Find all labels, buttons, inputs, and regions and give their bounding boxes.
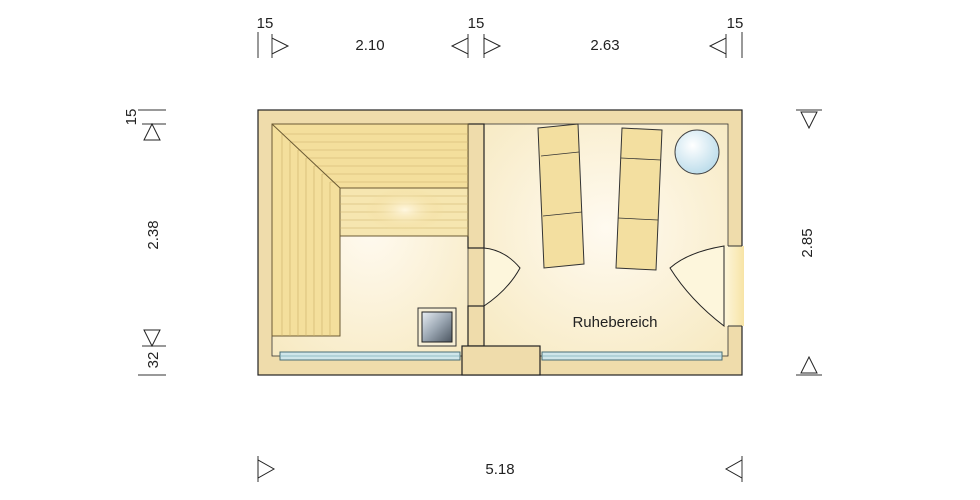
lounger-right [615,127,663,271]
plunge-basin [674,129,720,175]
bench-upper-slats [271,123,468,336]
front-pillar [461,345,541,376]
dim-top-wall-left: 15 [257,15,274,32]
rest-area-label: Ruhebereich [572,314,657,331]
sauna-door-swing [483,247,521,307]
dimension-right: 2.85 [796,109,822,376]
dim-top-rest: 2.63 [590,37,619,54]
partition-wall-bottom [467,305,485,347]
exterior-door-opening [724,246,744,326]
dimension-top: 15 2.10 15 2.63 15 [257,15,744,58]
dim-top-wall-mid: 15 [468,15,485,32]
dim-top-sauna: 2.10 [355,37,384,54]
dim-left-wall-top: 15 [123,109,140,126]
exterior-door-swing [669,245,725,328]
dimension-left: 15 2.38 32 [123,109,166,376]
dim-right-depth: 2.85 [799,228,816,257]
dim-left-front: 32 [145,352,162,369]
partition-wall-top [467,123,485,249]
dimension-bottom: 5.18 [257,456,743,482]
lounger-left [537,123,585,269]
sauna-benches [271,123,469,337]
dim-left-sauna-depth: 2.38 [145,220,162,249]
sauna-light-glow [365,188,445,232]
sauna-stove [417,307,457,347]
dim-bottom-total: 5.18 [485,461,514,478]
dim-top-wall-right: 15 [727,15,744,32]
